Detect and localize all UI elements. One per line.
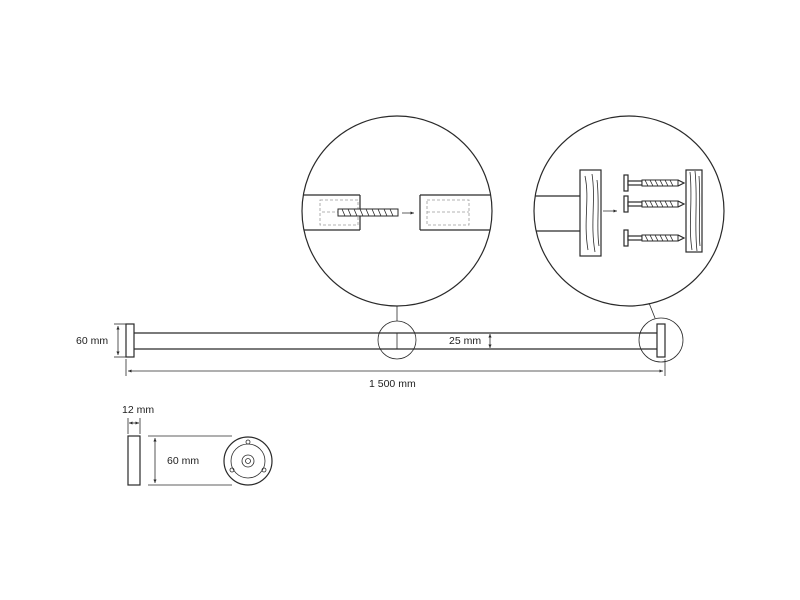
screw bbox=[623, 229, 686, 247]
wall-mount-detail-leader bbox=[648, 302, 656, 319]
rail-diameter-label: 25 mm bbox=[449, 335, 481, 347]
dimension-cap-diameter: 60 mm bbox=[148, 435, 232, 486]
threaded-stud bbox=[337, 208, 399, 217]
dimension-rail-diameter: 25 mm bbox=[449, 334, 492, 348]
screw-hole bbox=[261, 467, 267, 473]
screw bbox=[623, 174, 686, 192]
hidden-connector-right bbox=[426, 199, 470, 226]
cap-side-profile bbox=[127, 435, 141, 486]
cap-diameter-label: 60 mm bbox=[167, 455, 199, 467]
screw bbox=[623, 195, 686, 213]
cap-front-view bbox=[223, 436, 273, 486]
right-end-cap bbox=[656, 323, 666, 358]
wall-mount-detail-marker bbox=[638, 317, 684, 363]
wall-mount-detail-view bbox=[533, 115, 725, 307]
dimension-total-length: 1 500 mm bbox=[125, 359, 666, 390]
wall-section bbox=[685, 169, 703, 253]
cap-side-view: 12 mm bbox=[122, 404, 154, 486]
screw-hole bbox=[245, 439, 251, 445]
mounting-block bbox=[579, 169, 602, 257]
end-cap-height-label: 60 mm bbox=[76, 335, 108, 347]
screw-hole bbox=[229, 467, 235, 473]
cap-thickness-label: 12 mm bbox=[122, 404, 154, 416]
dimension-end-cap-height: 60 mm bbox=[76, 323, 126, 358]
rail-front-view bbox=[125, 323, 666, 358]
joint-detail-view bbox=[301, 115, 493, 307]
total-length-label: 1 500 mm bbox=[369, 378, 416, 390]
left-end-cap bbox=[125, 323, 135, 358]
